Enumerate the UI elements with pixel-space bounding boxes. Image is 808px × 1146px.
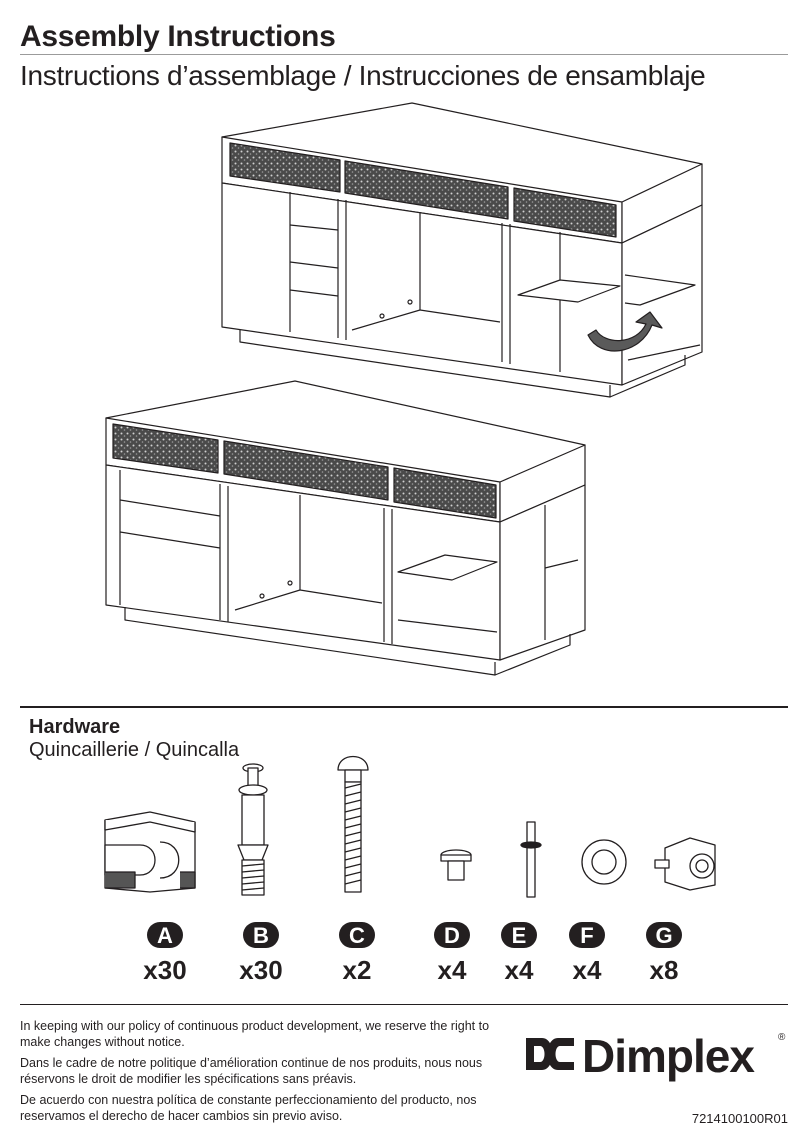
notice-english: In keeping with our policy of continuous… [20, 1019, 490, 1049]
document-code: 7214100100R01 [691, 1111, 788, 1126]
hardware-letter-f: F [569, 922, 605, 948]
hardware-divider [20, 706, 788, 708]
hardware-qty-e: x4 [504, 955, 534, 985]
hardware-qty-f: x4 [572, 955, 602, 985]
washer-icon [581, 839, 627, 885]
cabinet-assembled [105, 380, 586, 676]
hardware-letter-c: C [339, 922, 375, 948]
hardware-qty-b: x30 [239, 955, 283, 985]
notice-french: Dans le cadre de notre politique d’améli… [20, 1056, 483, 1086]
title-divider [20, 54, 788, 55]
notice-spanish: De acuerdo con nuestra política de const… [20, 1093, 477, 1123]
rotate-arrow-icon [587, 311, 663, 352]
brand-name: Dimplex [582, 1030, 755, 1082]
hardware-qty-g: x8 [649, 955, 679, 985]
registered-mark: ® [778, 1032, 786, 1043]
hardware-letter-b: B [243, 922, 279, 948]
page-title: Assembly Instructions [20, 20, 336, 53]
page-subtitle: Instructions d’assemblage / Instruccione… [20, 60, 706, 91]
hardware-letter-a: A [147, 922, 183, 948]
shelf-support-icon [654, 837, 716, 891]
hardware-qty-d: x4 [437, 955, 467, 985]
hardware-letter-e: E [501, 922, 537, 948]
cam-bolt-icon [237, 763, 269, 896]
screw-icon [337, 756, 369, 893]
glass-support-icon [440, 849, 472, 881]
dimplex-logo-icon [526, 1038, 574, 1070]
hardware-letter-d: D [434, 922, 470, 948]
hardware-title: Hardware [29, 716, 121, 738]
hardware-qty-c: x2 [342, 955, 372, 985]
shelf-pin-icon [520, 821, 542, 898]
hardware-qty-a: x30 [143, 955, 187, 985]
footer-divider [20, 1004, 788, 1005]
cabinet-doors-open [221, 102, 703, 398]
hardware-subtitle: Quincaillerie / Quincalla [29, 739, 240, 761]
cabinet-illustration [105, 102, 703, 676]
hardware-drawings [104, 756, 716, 898]
cam-lock-icon [104, 811, 196, 893]
hardware-letter-g: G [646, 922, 682, 948]
